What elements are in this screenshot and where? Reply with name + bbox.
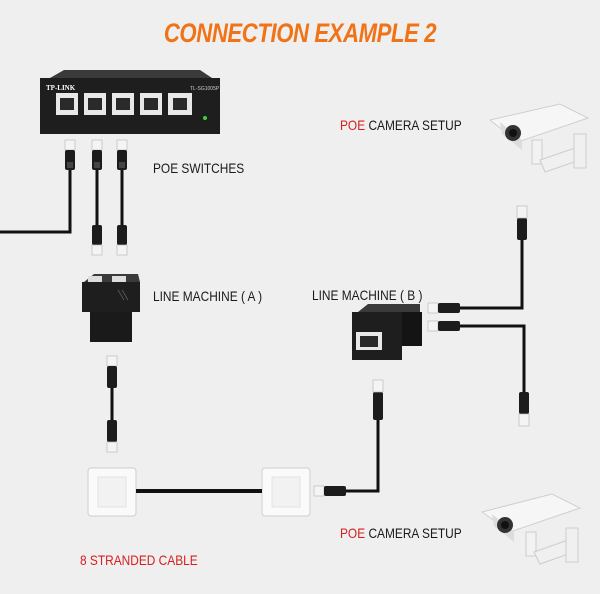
- label-line-machine-b: LINE MACHINE ( B ): [312, 287, 423, 303]
- switch-brand: TP-LINK: [46, 84, 76, 92]
- cable-a-to-wall: [106, 355, 118, 453]
- label-line-machine-a: LINE MACHINE ( A ): [153, 288, 263, 304]
- label-stranded-cable: 8 STRANDED CABLE: [80, 552, 198, 568]
- line-machine-b: [352, 304, 422, 360]
- camera-bottom-icon: [480, 493, 582, 565]
- camera-top-icon: [488, 103, 590, 173]
- line-machine-a: [82, 274, 140, 342]
- label-camera-bottom: POE CAMERA SETUP: [340, 525, 462, 541]
- label-poe-switches: POE SWITCHES: [153, 160, 245, 176]
- camera-bottom-prefix: POE: [340, 525, 366, 541]
- switch-ports: [56, 93, 192, 115]
- switch-cables: [0, 139, 128, 256]
- cable-wall-to-b: [313, 379, 384, 497]
- camera-top-prefix: POE: [340, 117, 366, 133]
- poe-switch: TP-LINK TL-SG1005P: [40, 70, 220, 134]
- switch-model: TL-SG1005P: [190, 86, 220, 92]
- label-camera-top: POE CAMERA SETUP: [340, 117, 462, 133]
- camera-top-suffix: CAMERA SETUP: [365, 117, 462, 133]
- power-led: [203, 116, 207, 120]
- cable-b-to-cameras: [427, 205, 530, 427]
- camera-bottom-suffix: CAMERA SETUP: [365, 525, 462, 541]
- page-title: CONNECTION EXAMPLE 2: [163, 18, 437, 48]
- wall-plate-left: [87, 467, 137, 517]
- wall-plate-right: [261, 467, 311, 517]
